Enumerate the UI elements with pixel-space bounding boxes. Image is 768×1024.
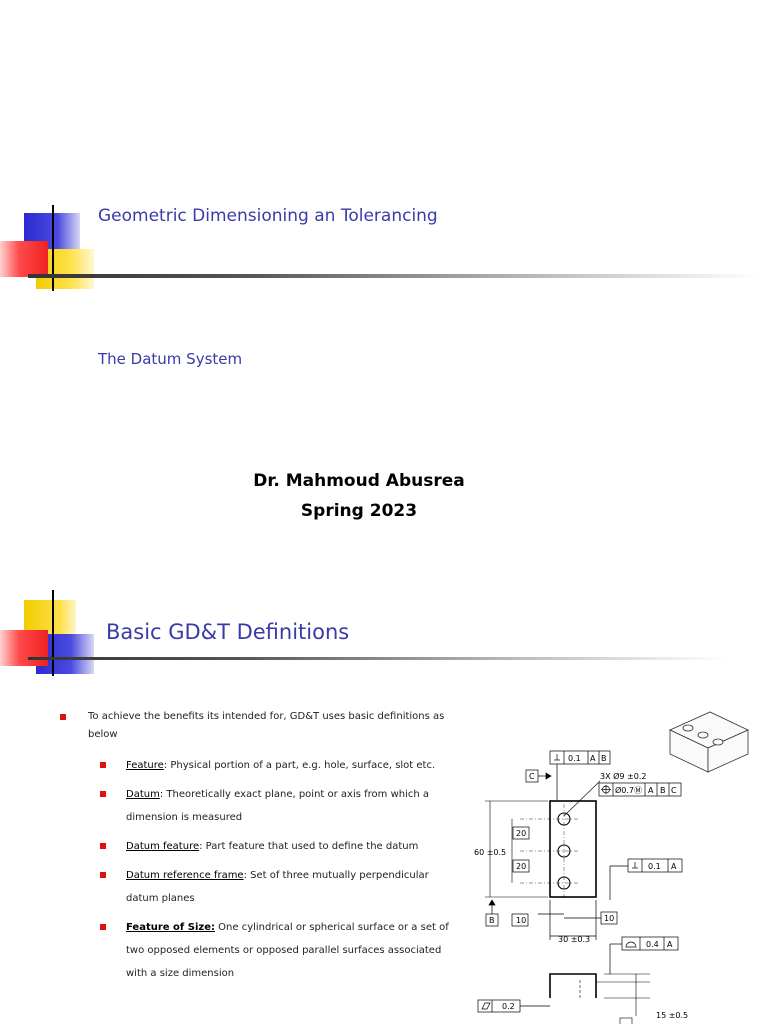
- bullet-icon: [100, 843, 106, 849]
- part-side-view: [549, 973, 597, 998]
- author-name: Dr. Mahmoud Abusrea: [253, 471, 465, 491]
- presentation-subtitle: The Datum System: [98, 350, 243, 368]
- datum-label: C: [529, 772, 535, 781]
- definition-text: One cylindrical or spherical surface or …: [126, 922, 449, 979]
- dimension-label: 10: [604, 914, 614, 923]
- bullet-icon: [100, 791, 106, 797]
- gdt-drawing: 0.1 A B C 3X Ø9 ±0.2 Ø0.7Ⓜ A B C: [474, 711, 749, 1024]
- dimension-label: 15 ±0.5: [656, 1011, 688, 1020]
- definition-term: Feature: [126, 760, 164, 771]
- slide-title: Basic GD&T Definitions: [106, 620, 350, 644]
- title-divider: [28, 657, 728, 660]
- list-item: Datum feature: Part feature that used to…: [60, 835, 460, 858]
- title-divider: [28, 274, 758, 278]
- definitions-list: To achieve the benefits its intended for…: [60, 708, 460, 991]
- feature-control-frame: [477, 999, 550, 1013]
- fcf-value: 0.4: [646, 940, 659, 949]
- definition-text: : Part feature that used to define the d…: [199, 841, 419, 852]
- definition-term: Datum: [126, 789, 160, 800]
- slide-logo: [0, 590, 100, 680]
- dimension-label: 20: [516, 829, 526, 838]
- fcf-datum: B: [660, 786, 666, 795]
- datum-label: B: [489, 916, 495, 925]
- list-item: To achieve the benefits its intended for…: [60, 708, 460, 744]
- fcf-datum: B: [601, 754, 607, 763]
- definition-term: Datum feature: [126, 841, 200, 852]
- dimension-label: 20: [516, 862, 526, 871]
- isometric-part-icon: [669, 711, 749, 773]
- title-slide: Geometric Dimensioning an Tolerancing Th…: [0, 205, 758, 526]
- definition-text: : Theoretically exact plane, point or ax…: [126, 789, 430, 823]
- slide-logo: [0, 205, 100, 295]
- fcf-datum: C: [671, 786, 677, 795]
- feature-control-frame: [609, 858, 683, 900]
- fcf-value: Ø0.7Ⓜ: [615, 785, 642, 795]
- fcf-datum: A: [671, 862, 677, 871]
- fcf-value: 0.1: [568, 754, 581, 763]
- fcf-datum: A: [648, 786, 654, 795]
- definition-term: Feature of Size:: [126, 922, 215, 933]
- definition-text: : Set of three mutually perpendicular da…: [126, 870, 429, 904]
- list-item: Datum reference frame: Set of three mutu…: [60, 864, 460, 910]
- author-block: Dr. Mahmoud Abusrea Spring 2023: [0, 466, 718, 526]
- list-item: Feature: Physical portion of a part, e.g…: [60, 754, 460, 777]
- bullet-icon: [100, 762, 106, 768]
- intro-text: To achieve the benefits its intended for…: [88, 711, 445, 740]
- term-label: Spring 2023: [300, 501, 418, 521]
- list-item: Datum: Theoretically exact plane, point …: [60, 783, 460, 829]
- presentation-title: Geometric Dimensioning an Tolerancing: [98, 206, 438, 226]
- fcf-datum: A: [667, 940, 673, 949]
- fcf-value: 0.2: [502, 1002, 515, 1011]
- part-front-view: [549, 800, 597, 898]
- bullet-icon: [100, 924, 106, 930]
- hole-callout: 3X Ø9 ±0.2: [600, 771, 646, 781]
- definition-term: Datum reference frame: [126, 870, 244, 881]
- bullet-icon: [60, 714, 66, 720]
- fcf-datum: A: [590, 754, 596, 763]
- bullet-icon: [100, 872, 106, 878]
- feature-control-frame: [609, 936, 679, 974]
- fcf-value: 0.1: [648, 862, 661, 871]
- position-fcf: [598, 782, 682, 797]
- feature-control-frame: [549, 750, 611, 800]
- dimension-label: 30 ±0.3: [558, 935, 590, 944]
- dimension-label: 60 ±0.5: [474, 848, 506, 857]
- datum-c-symbol: [525, 769, 552, 783]
- dimension-label: 10: [516, 916, 526, 925]
- list-item: Feature of Size: One cylindrical or sphe…: [60, 916, 460, 985]
- definition-text: : Physical portion of a part, e.g. hole,…: [163, 760, 436, 771]
